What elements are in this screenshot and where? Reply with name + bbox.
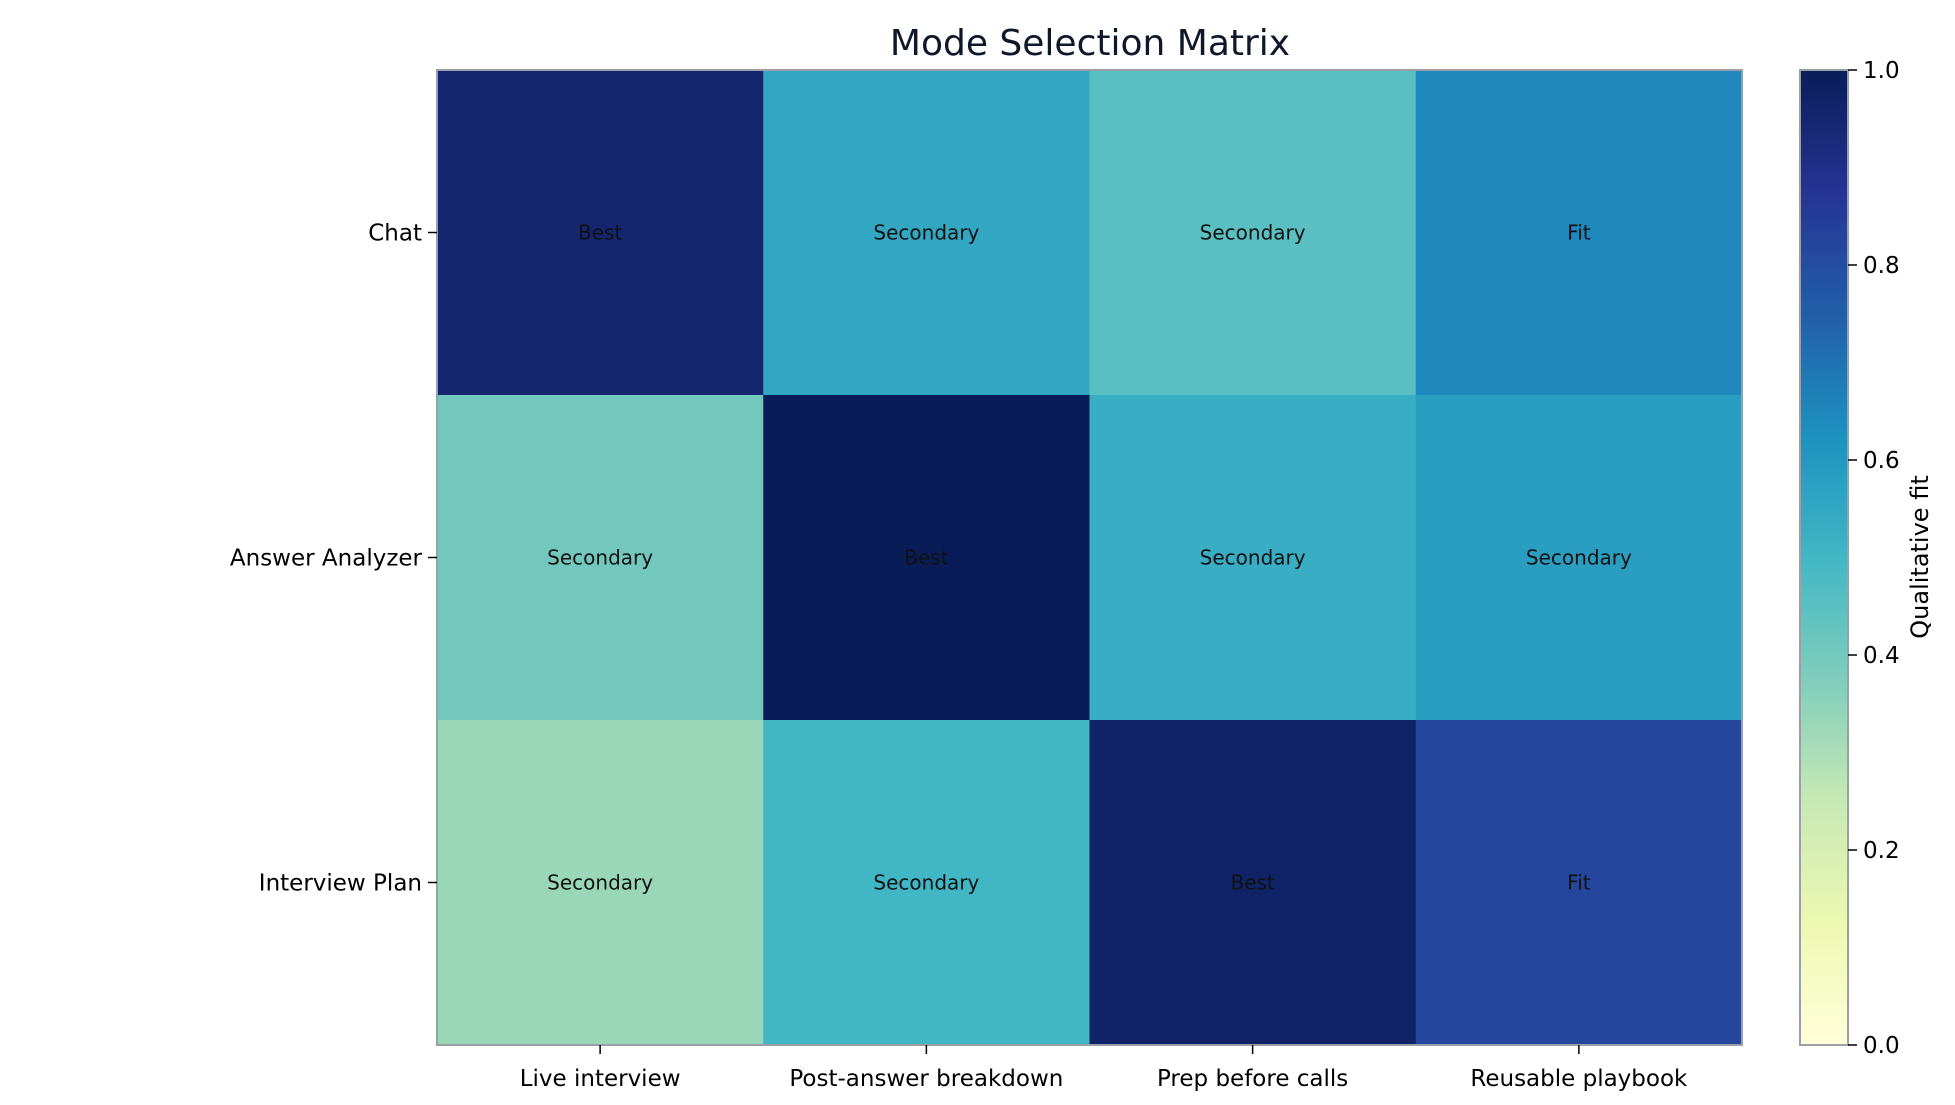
colorbar-tick-label-5: 1.0 (1863, 58, 1900, 84)
heatmap-cell-r1-c2 (1089, 395, 1417, 721)
cell-label-r1-c2: Secondary (1200, 546, 1306, 570)
cell-label-r2-c3: Fit (1567, 871, 1591, 895)
heatmap-cell-r0-c0 (437, 70, 764, 396)
colorbar-tick-label-4: 0.8 (1863, 253, 1900, 279)
cell-label-r2-c1: Secondary (873, 871, 979, 895)
colorbar (1799, 69, 1849, 1046)
y-tick-label-1: Answer Analyzer (230, 546, 423, 572)
y-tick-label-2: Interview Plan (259, 871, 422, 897)
heatmap-cells (437, 70, 1743, 1046)
heatmap-cell-r2-c0 (437, 720, 764, 1046)
cell-label-r0-c0: Best (578, 221, 622, 245)
x-tick-label-0: Live interview (520, 1066, 681, 1092)
heatmap-cell-r0-c3 (1415, 70, 1743, 396)
heatmap-cell-r1-c1 (763, 395, 1090, 721)
heatmap-cell-r0-c1 (763, 70, 1090, 396)
heatmap-cell-r2-c1 (763, 720, 1090, 1046)
cell-label-r2-c0: Secondary (547, 871, 653, 895)
cell-label-r2-c2: Best (1230, 871, 1274, 895)
heatmap-cell-r2-c2 (1089, 720, 1417, 1046)
heatmap-cell-r1-c0 (437, 395, 764, 721)
heatmap-cell-r1-c3 (1415, 395, 1743, 721)
cell-label-r1-c0: Secondary (547, 546, 653, 570)
x-tick-label-3: Reusable playbook (1470, 1066, 1688, 1092)
cell-label-r1-c3: Secondary (1526, 546, 1632, 570)
y-tick-label-0: Chat (368, 221, 422, 247)
x-tick-label-1: Post-answer breakdown (789, 1066, 1063, 1092)
chart-title: Mode Selection Matrix (890, 23, 1290, 64)
colorbar-tick-label-1: 0.2 (1863, 838, 1900, 864)
cell-label-r0-c1: Secondary (873, 221, 979, 245)
cell-label-r0-c3: Fit (1567, 221, 1591, 245)
colorbar-ticks: 0.0 0.2 0.4 0.6 0.8 1.0 (1848, 58, 1900, 1059)
x-tick-label-2: Prep before calls (1157, 1066, 1348, 1092)
heatmap-cell-r2-c3 (1415, 720, 1743, 1046)
colorbar-tick-label-2: 0.4 (1863, 643, 1900, 669)
cell-label-r0-c2: Secondary (1200, 221, 1306, 245)
colorbar-tick-label-3: 0.6 (1863, 448, 1900, 474)
colorbar-tick-label-0: 0.0 (1863, 1033, 1900, 1059)
heatmap-cell-r0-c2 (1089, 70, 1417, 396)
cell-label-r1-c1: Best (904, 546, 948, 570)
colorbar-label: Qualitative fit (1906, 475, 1934, 638)
x-axis: Live interview Post-answer breakdown Prep … (520, 1045, 1688, 1092)
